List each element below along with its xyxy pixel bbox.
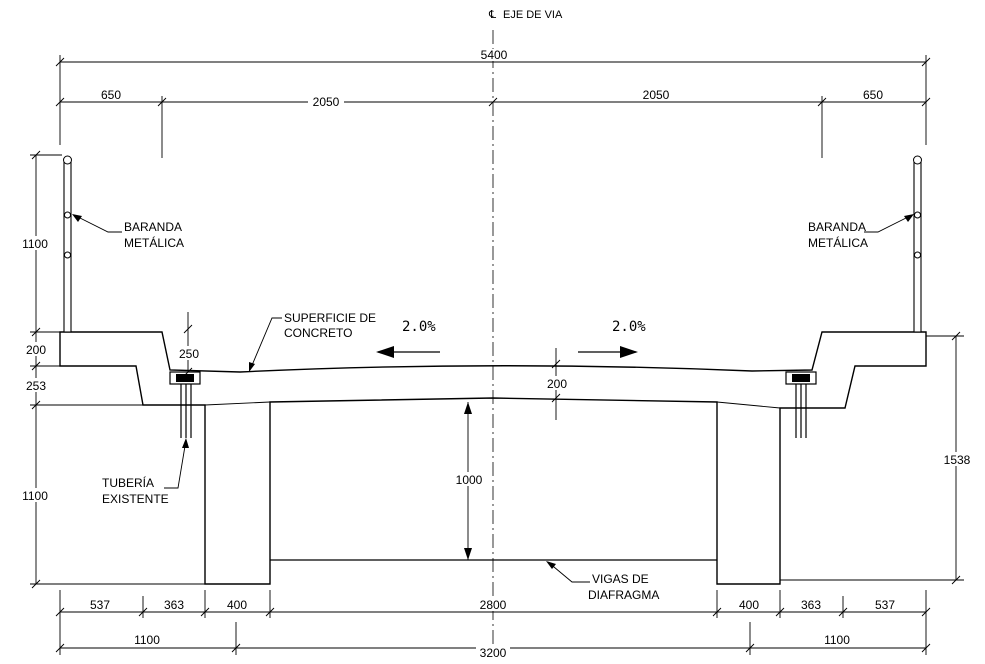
svg-text:DIAFRAGMA: DIAFRAGMA	[588, 588, 659, 602]
dim-bottom-2: 363	[164, 598, 184, 612]
pipe-right	[785, 371, 817, 438]
concrete-section	[59, 331, 927, 585]
dims-left: 1100 200 253 1100	[20, 150, 205, 589]
pipe-left	[169, 371, 201, 438]
label-railing-left: BARANDA METÁLICA	[72, 214, 184, 250]
railing-left	[63, 155, 72, 333]
dim-bottom-1: 537	[90, 598, 110, 612]
dim-pipe-offset: 250	[179, 347, 199, 361]
dim-total-width: 5400	[481, 48, 508, 62]
railing-right	[913, 155, 922, 333]
dim-bottom-left-total: 1100	[134, 633, 160, 647]
dims-right: 1538	[780, 331, 972, 585]
label-surface: SUPERFICIE DE CONCRETO	[249, 311, 376, 372]
dim-bottom-6: 363	[801, 598, 821, 612]
dim-curb-height: 200	[26, 343, 46, 357]
centerline-symbol: ℄	[488, 9, 496, 21]
dim-bottom-right-total: 1100	[824, 633, 850, 647]
dim-beam-height: 1100	[22, 489, 48, 503]
dim-railing-height: 1100	[22, 237, 48, 251]
dim-total-height: 1538	[944, 453, 971, 467]
label-railing-right: BARANDA METÁLICA	[808, 214, 914, 250]
svg-text:EXISTENTE: EXISTENTE	[102, 492, 169, 506]
slope-right-value: 2.0%	[612, 319, 646, 335]
dim-bottom-7: 537	[875, 598, 895, 612]
dim-slab-height: 253	[26, 379, 46, 393]
svg-text:TUBERÍA: TUBERÍA	[102, 475, 154, 490]
dim-left-lane: 2050	[313, 95, 340, 109]
slope-right: 2.0%	[578, 319, 646, 358]
label-diaphragm: VIGAS DE DIAFRAGMA	[546, 561, 659, 602]
dim-bottom-5: 400	[739, 598, 759, 612]
svg-text:CONCRETO: CONCRETO	[284, 326, 352, 340]
dim-bottom-4: 2800	[480, 598, 507, 612]
slope-left: 2.0%	[376, 319, 440, 358]
svg-text:METÁLICA: METÁLICA	[808, 235, 868, 250]
svg-text:VIGAS DE: VIGAS DE	[592, 572, 649, 586]
dim-left-barrier: 650	[101, 88, 121, 102]
svg-text:METÁLICA: METÁLICA	[124, 235, 184, 250]
centerline-label: EJE DE VIA	[503, 9, 563, 21]
dims-bottom: 537 363 400 2800 400 363 537 1100 3200 1…	[55, 590, 931, 660]
dims-inner: 250 200 1000	[176, 312, 570, 560]
dim-slab-thickness: 200	[547, 377, 567, 391]
dim-beam-depth: 1000	[456, 473, 483, 487]
svg-text:BARANDA: BARANDA	[808, 220, 866, 234]
svg-text:SUPERFICIE DE: SUPERFICIE DE	[284, 311, 376, 325]
slope-left-value: 2.0%	[402, 319, 436, 335]
dim-bottom-center-total: 3200	[480, 646, 507, 660]
label-pipe: TUBERÍA EXISTENTE	[102, 438, 189, 506]
svg-text:BARANDA: BARANDA	[124, 220, 182, 234]
dim-bottom-3: 400	[227, 598, 247, 612]
dims-top: 5400 650 2050 2050 650	[55, 48, 931, 158]
dim-right-barrier: 650	[863, 88, 883, 102]
dim-right-lane: 2050	[643, 88, 670, 102]
